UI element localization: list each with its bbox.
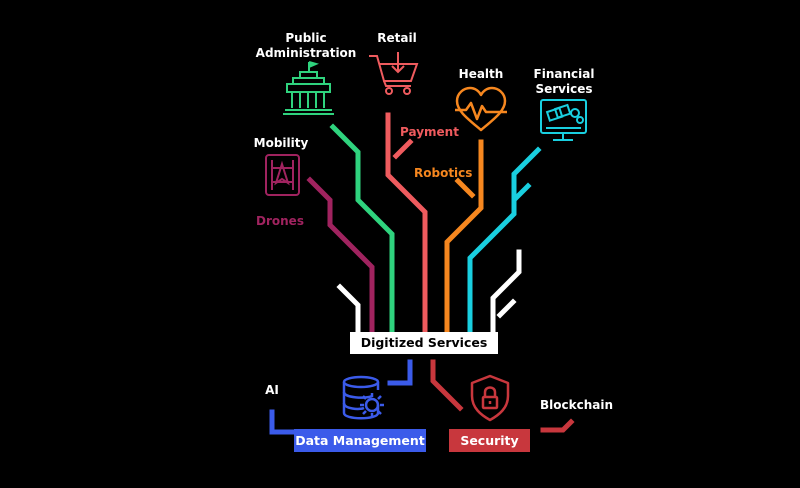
magenta-branch (306, 176, 375, 335)
hub-label: Digitized Services (360, 335, 488, 350)
white-branch-right-lower (496, 298, 517, 319)
label-robotics: Robotics (414, 166, 473, 180)
label-drones: Drones (256, 214, 304, 228)
phone-navigation-icon (265, 154, 300, 196)
label-public-administration: Public Administration (255, 31, 357, 60)
cyan-branch (467, 146, 542, 335)
white-branch-left (336, 283, 361, 335)
orange-branch (444, 139, 484, 335)
label-blockchain: Blockchain (540, 398, 614, 412)
coral-sub-branch (392, 138, 414, 160)
government-building-icon (283, 61, 334, 115)
database-gear-icon (342, 375, 384, 420)
orange-sub-branch (454, 177, 476, 199)
label-ai: AI (265, 383, 279, 397)
label-payment: Payment (400, 125, 459, 139)
coral-branch (385, 112, 428, 335)
white-branch-right-upper (490, 249, 522, 335)
green-branch (329, 123, 395, 335)
red-connector (430, 359, 464, 412)
label-mobility: Mobility (253, 136, 309, 150)
cyan-sub-branch (512, 182, 532, 202)
label-health: Health (458, 67, 504, 81)
shopping-cart-icon (369, 52, 419, 95)
heart-pulse-icon (455, 86, 507, 132)
shield-lock-icon (470, 374, 510, 422)
ai-connector (269, 409, 295, 435)
security-box: Security (449, 429, 530, 452)
hub-box (350, 332, 498, 354)
blue-connector (387, 359, 413, 386)
label-financial-services: Financial Services (533, 67, 595, 96)
label-retail: Retail (377, 31, 417, 45)
data-management-box: Data Management (294, 429, 426, 452)
blockchain-connector (540, 418, 575, 433)
monitor-money-icon (540, 99, 587, 141)
